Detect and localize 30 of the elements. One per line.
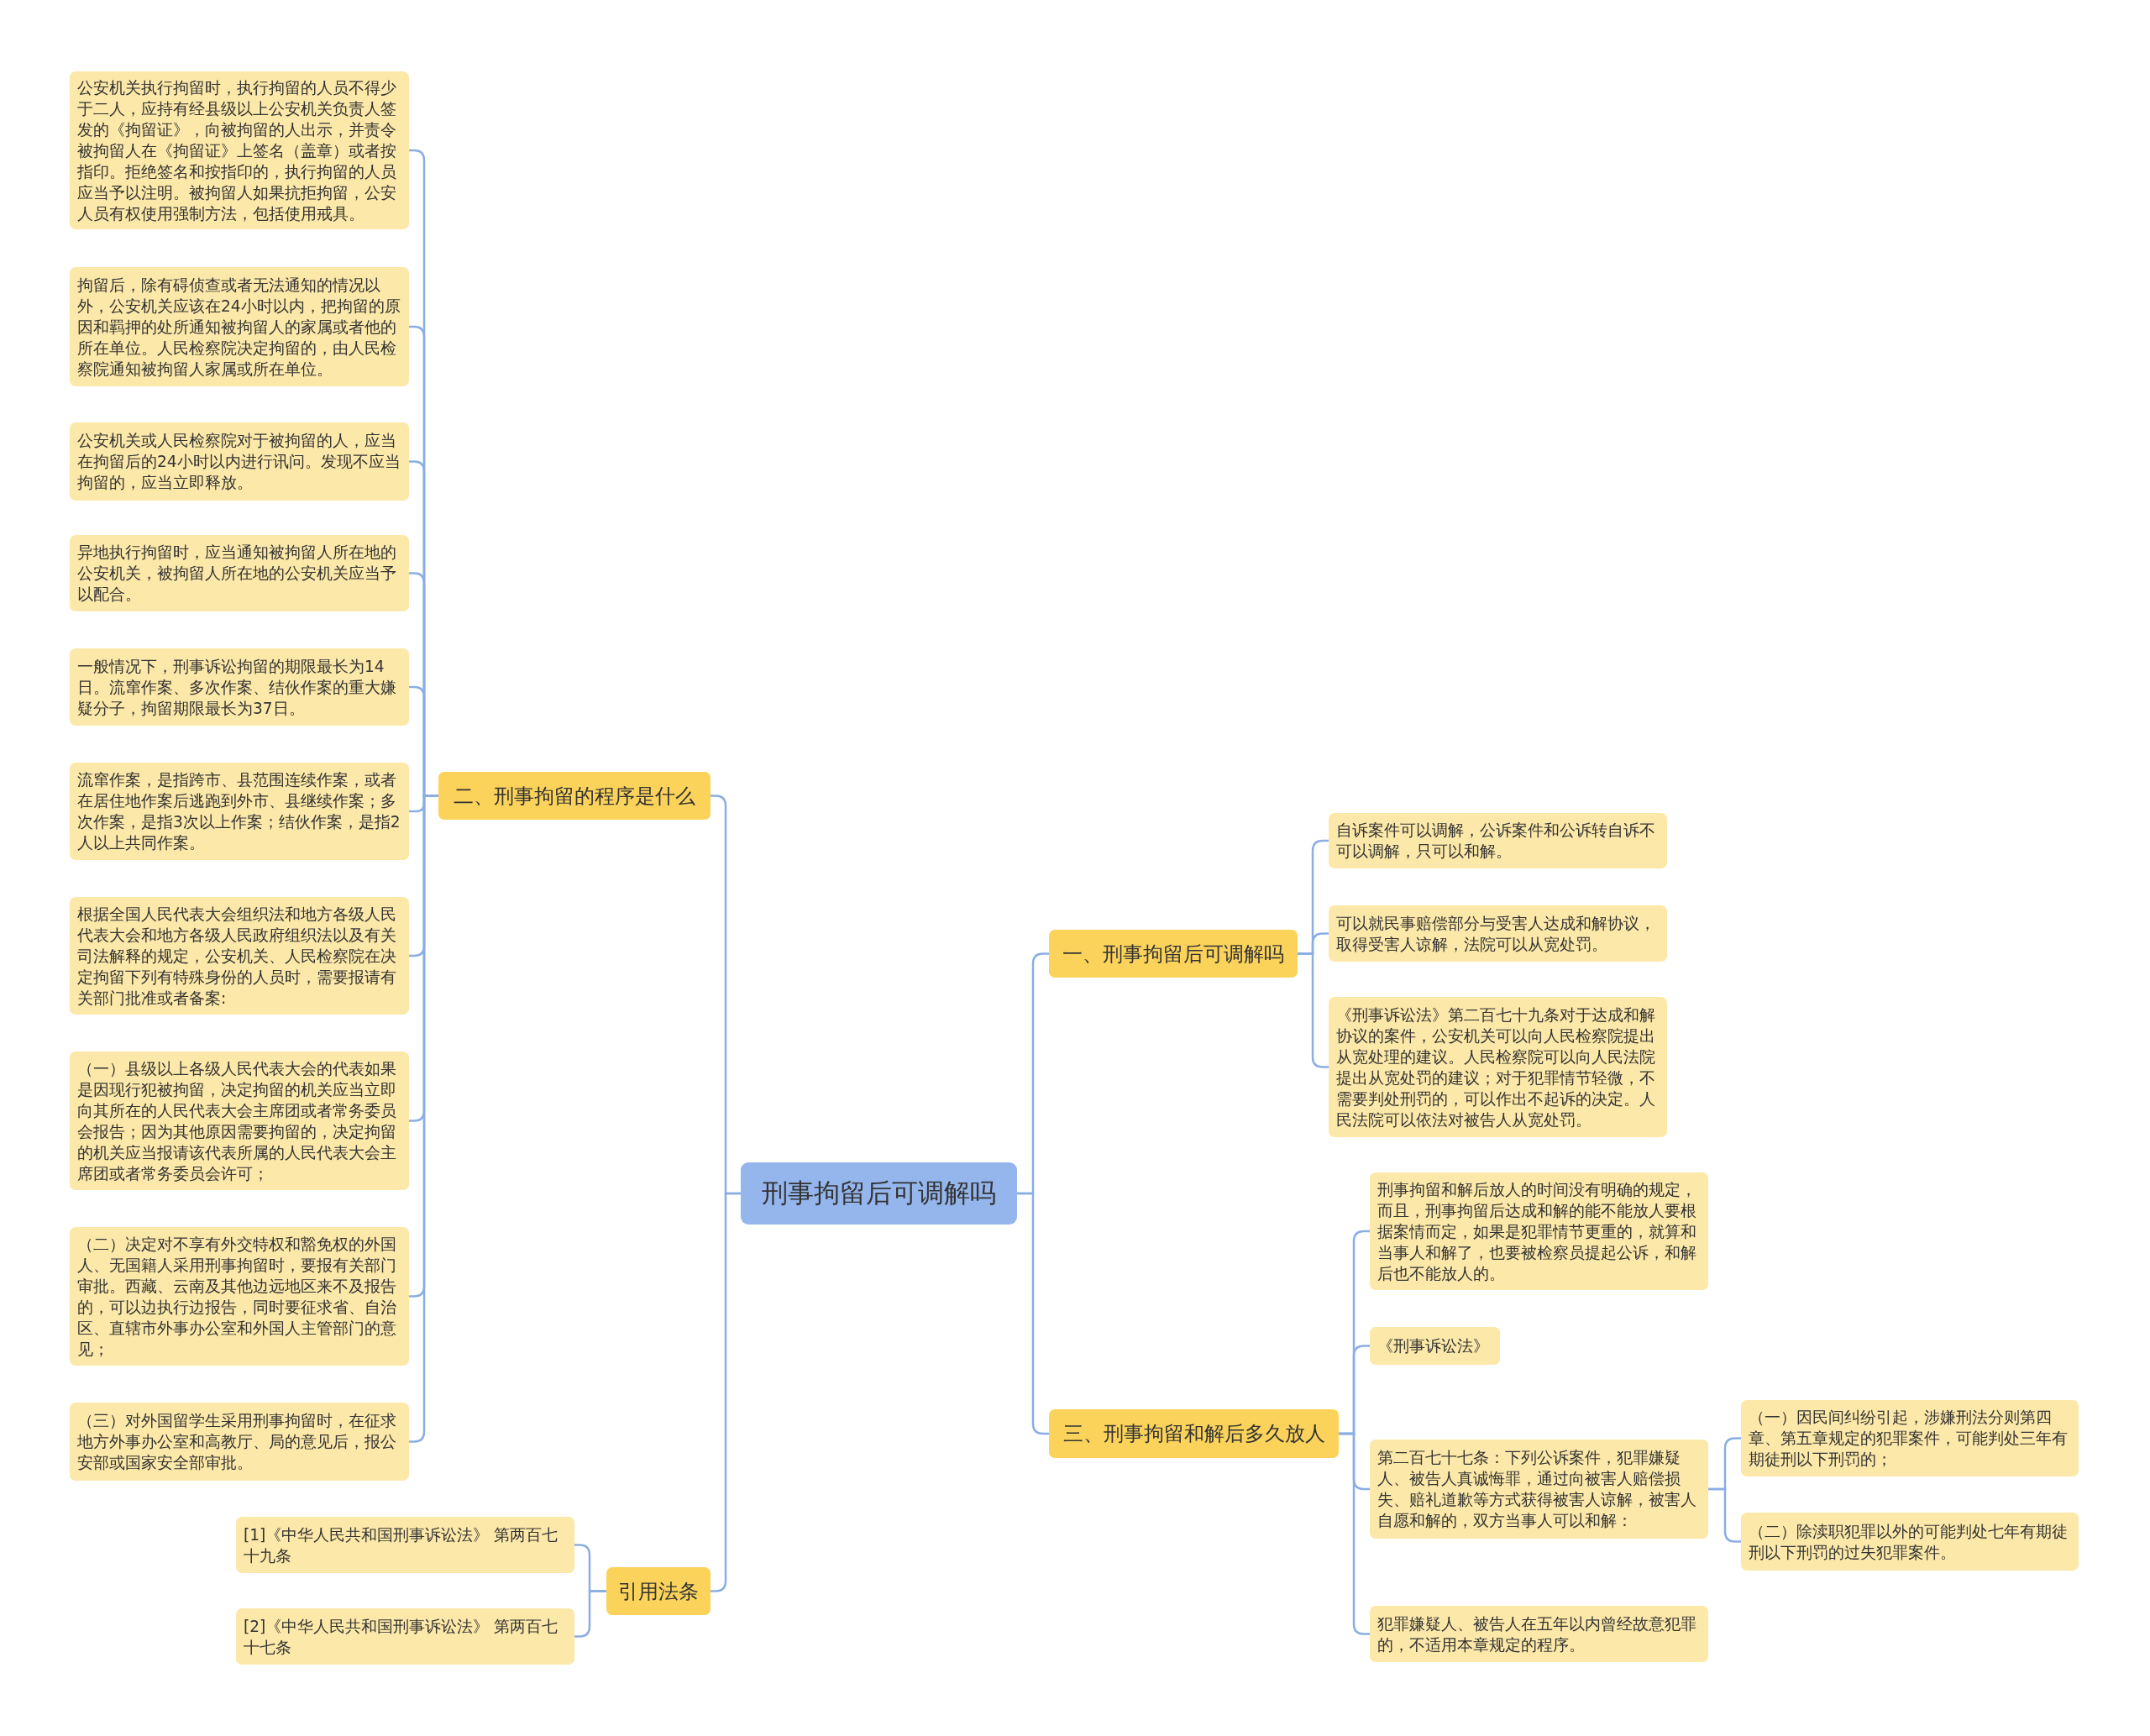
note-card: （二）除渎职犯罪以外的可能判处七年有期徒刑以下刑罚的过失犯罪案件。 — [1741, 1513, 2079, 1571]
connector-line — [1298, 952, 1329, 1068]
note-card: 可以就民事赔偿部分与受害人达成和解协议，取得受害人谅解，法院可以从宽处罚。 — [1329, 905, 1667, 962]
note-card: 拘留后，除有碍侦查或者无法通知的情况以外，公安机关应该在24小时以内，把拘留的原因和羁押的处所通知被拘留人的家属或者他的所在单位。人民检察院决定拘留的，由人民检察院通知被拘留人家属或所在单位。 — [70, 267, 409, 386]
connector-line — [1339, 1432, 1370, 1635]
branch-topic: 三、刑事拘留和解后多久放人 — [1049, 1409, 1339, 1458]
note-card: 公安机关执行拘留时，执行拘留的人员不得少于二人，应持有经县级以上公安机关负责人签发的《拘留证》，向被拘留的人出示，并责令被拘留人在《拘留证》上签名（盖章）或者按指印。拒绝签名和按指印的，执行拘留的人员应当予以注明。被拘留人如果抗拒拘留，公安人员有权使用强制方法，包括使用戒具。 — [70, 71, 409, 229]
note-card: 公安机关或人民检察院对于被拘留的人，应当在拘留后的24小时以内进行讯问。发现不应当拘留的，应当立即释放。 — [70, 422, 409, 501]
note-card: 犯罪嫌疑人、被告人在五年以内曾经故意犯罪的，不适用本章规定的程序。 — [1370, 1606, 1708, 1662]
note-card: 异地执行拘留时，应当通知被拘留人所在地的公安机关，被拘留人所在地的公安机关应当予以配合。 — [70, 535, 409, 611]
central-topic: 刑事拘留后可调解吗 — [741, 1162, 1017, 1225]
branch-topic: 一、刑事拘留后可调解吗 — [1049, 930, 1298, 978]
note-card: （一）因民间纠纷引起，涉嫌刑法分则第四章、第五章规定的犯罪案件，可能判处三年有期徒刑以下刑罚的； — [1741, 1400, 2079, 1476]
note-card: （一）县级以上各级人民代表大会的代表如果是因现行犯被拘留，决定拘留的机关应当立即向其所在的人民代表大会主席团或者常务委员会报告；因为其他原因需要拘留的，决定拘留的机关应当报请该代表所属的人民代表大会主席团或者常务委员会许可； — [70, 1052, 409, 1190]
connector-line — [1017, 1192, 1049, 1435]
note-card: 刑事拘留和解后放人的时间没有明确的规定，而且，刑事拘留后达成和解的能不能放人要根据案情而定，如果是犯罪情节更重的，就算和当事人和解了，也要被检察员提起公诉，和解后也不能放人的。 — [1370, 1172, 1708, 1290]
note-card: 流窜作案，是指跨市、县范围连续作案，或者在居住地作案后逃跑到外市、县继续作案；多次作案，是指3次以上作案；结伙作案，是指2人以上共同作案。 — [70, 763, 409, 860]
note-card: 《刑事诉讼法》 — [1370, 1327, 1500, 1365]
note-card: （二）决定对不享有外交特权和豁免权的外国人、无国籍人采用刑事拘留时，要报有关部门审批。西藏、云南及其他边远地区来不及报告的，可以边执行边报告，同时要征求省、自治区、直辖市外事办公室和外国人主管部门的意见； — [70, 1227, 409, 1366]
note-card: 根据全国人民代表大会组织法和地方各级人民代表大会和地方各级人民政府组织法以及有关司法解释的规定，公安机关、人民检察院在决定拘留下列有特殊身份的人员时，需要报请有关部门批准或者备案: — [70, 897, 409, 1015]
branch-topic: 二、刑事拘留的程序是什么 — [438, 772, 711, 820]
note-card: 自诉案件可以调解，公诉案件和公诉转自诉不可以调解，只可以和解。 — [1329, 813, 1667, 868]
note-card: 《刑事诉讼法》第二百七十九条对于达成和解协议的案件，公安机关可以向人民检察院提出从宽处理的建议。人民检察院可以向人民法院提出从宽处罚的建议；对于犯罪情节轻微，不需要判处刑罚的，可以作出不起诉的决定。人民法院可以依法对被告人从宽处罚。 — [1329, 997, 1667, 1137]
note-card: 一般情况下，刑事诉讼拘留的期限最长为14日。流窜作案、多次作案、结伙作案的重大嫌疑分子，拘留期限最长为37日。 — [70, 648, 409, 726]
note-card: [1]《中华人民共和国刑事诉讼法》 第两百七十九条 — [236, 1517, 574, 1573]
note-card: （三）对外国留学生采用刑事拘留时，在征求地方外事办公室和高教厅、局的意见后，报公安部或国家安全部审批。 — [70, 1403, 409, 1481]
branch-topic: 引用法条 — [606, 1567, 711, 1615]
note-card: 第二百七十七条：下列公诉案件，犯罪嫌疑人、被告人真诚悔罪，通过向被害人赔偿损失、赔礼道歉等方式获得被害人谅解，被害人自愿和解的，双方当事人可以和解： — [1370, 1440, 1708, 1539]
note-card: [2]《中华人民共和国刑事诉讼法》 第两百七十七条 — [236, 1608, 574, 1665]
connector-line — [1708, 1487, 1741, 1543]
